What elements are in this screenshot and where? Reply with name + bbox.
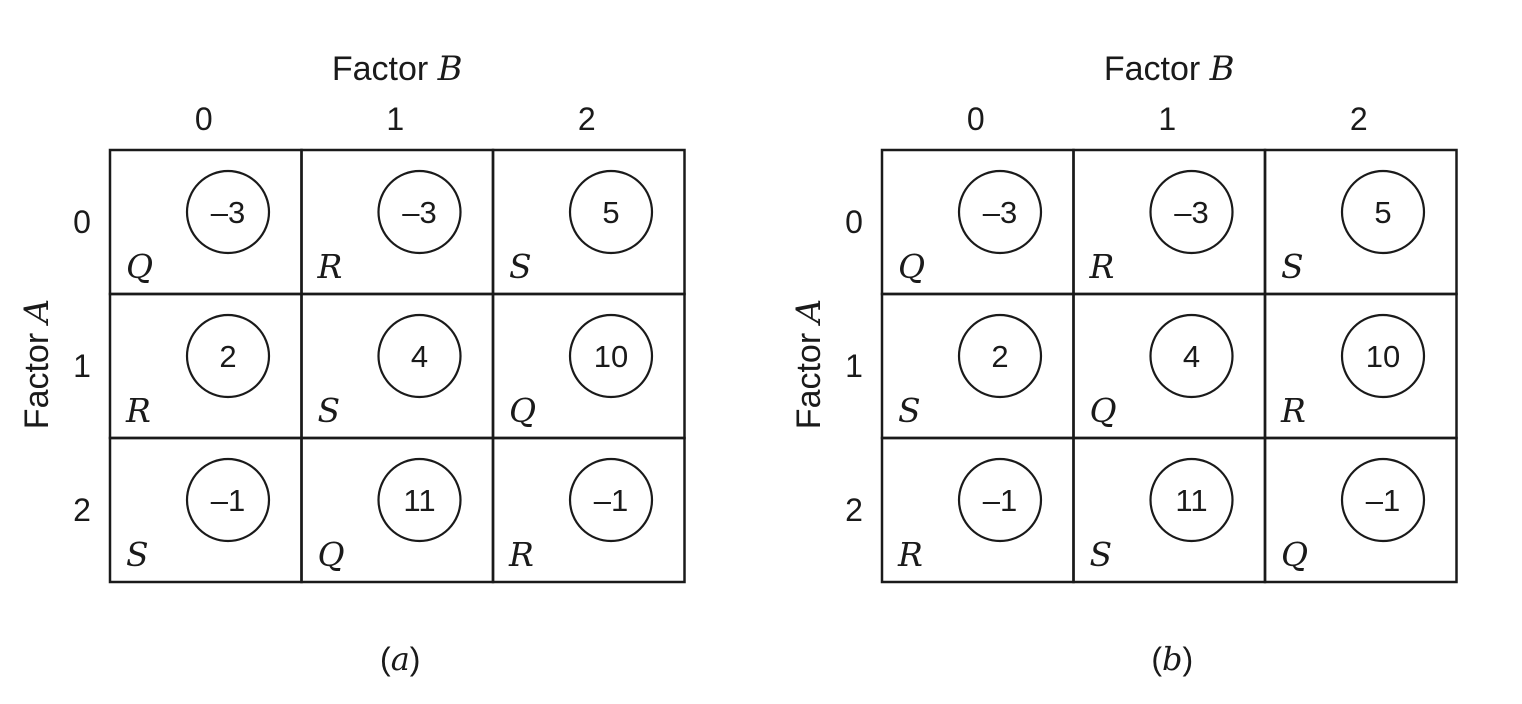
response-circle xyxy=(1149,313,1234,399)
response-value: 11 xyxy=(403,483,435,518)
response-circle xyxy=(957,313,1043,399)
grid-cell: –1Q xyxy=(1263,436,1458,584)
response-value: 5 xyxy=(1374,195,1391,230)
response-value: –3 xyxy=(983,195,1017,230)
response-value: –3 xyxy=(211,195,245,230)
response-circle xyxy=(568,169,654,255)
response-value: –1 xyxy=(211,483,245,518)
treatment-letter: R xyxy=(897,535,923,574)
grid-cell: 10Q xyxy=(491,292,686,440)
treatment-letter: S xyxy=(898,391,921,430)
grid-cell: 5S xyxy=(1263,148,1458,296)
cell-border xyxy=(1263,436,1458,584)
row-label: 1 xyxy=(73,348,91,384)
response-value: –3 xyxy=(1174,195,1208,230)
response-value: 4 xyxy=(411,339,428,374)
grid-cell: –3Q xyxy=(108,148,303,296)
grid-cell: 4Q xyxy=(1072,292,1267,440)
treatment-letter: S xyxy=(1281,247,1304,286)
treatment-letter: Q xyxy=(1090,391,1117,430)
response-circle xyxy=(1340,169,1426,255)
panel-caption: (a) xyxy=(380,640,420,678)
grid-cell: 2S xyxy=(880,292,1075,440)
response-value: 11 xyxy=(1175,483,1207,518)
grid-cell: 11S xyxy=(1072,436,1267,584)
factor-a-axis-title: Factor A xyxy=(789,299,829,429)
column-label: 1 xyxy=(1158,101,1176,137)
response-circle xyxy=(1149,457,1234,543)
column-label: 2 xyxy=(578,101,596,137)
response-value: –1 xyxy=(594,483,628,518)
treatment-letter: Q xyxy=(318,535,345,574)
row-label: 2 xyxy=(73,492,91,528)
response-circle xyxy=(568,313,654,399)
response-circle xyxy=(1340,313,1426,399)
response-circle xyxy=(185,457,271,543)
treatment-letter: S xyxy=(318,391,341,430)
treatment-letter: R xyxy=(125,391,151,430)
column-label: 0 xyxy=(967,101,985,137)
response-circle xyxy=(568,457,654,543)
treatment-letter: S xyxy=(126,535,149,574)
column-label: 1 xyxy=(386,101,404,137)
response-value: 2 xyxy=(991,339,1008,374)
grid-cell: 11Q xyxy=(300,436,495,584)
row-label: 0 xyxy=(845,204,863,240)
response-circle xyxy=(377,457,462,543)
treatment-letter: Q xyxy=(1281,535,1308,574)
response-value: –1 xyxy=(983,483,1017,518)
treatment-letter: R xyxy=(1089,247,1115,286)
response-value: 2 xyxy=(219,339,236,374)
column-label: 2 xyxy=(1350,101,1368,137)
grid-cell: –1S xyxy=(108,436,303,584)
response-value: 10 xyxy=(594,339,628,374)
response-value: –1 xyxy=(1366,483,1400,518)
response-circle xyxy=(1340,457,1426,543)
response-circle xyxy=(957,169,1043,255)
cell-border xyxy=(491,436,686,584)
factor-b-axis-title: Factor B xyxy=(332,49,463,89)
treatment-letter: Q xyxy=(898,247,925,286)
treatment-letter: Q xyxy=(509,391,536,430)
panel-caption: (b) xyxy=(1151,640,1193,678)
response-circle xyxy=(957,457,1043,543)
treatment-letter: S xyxy=(1090,535,1113,574)
response-circle xyxy=(185,313,271,399)
column-label: 0 xyxy=(195,101,213,137)
factor-a-axis-title: Factor A xyxy=(17,299,57,429)
treatment-letter: S xyxy=(509,247,532,286)
grid-cell: –3R xyxy=(1072,148,1267,296)
grid-cell: 2R xyxy=(108,292,303,440)
grid-cell: 5S xyxy=(491,148,686,296)
treatment-letter: R xyxy=(317,247,343,286)
response-value: –3 xyxy=(402,195,436,230)
grid-cell: –1R xyxy=(880,436,1075,584)
response-circle xyxy=(1149,169,1234,255)
factor-b-axis-title: Factor B xyxy=(1104,49,1235,89)
response-circle xyxy=(185,169,271,255)
response-value: 4 xyxy=(1183,339,1200,374)
response-circle xyxy=(377,169,462,255)
treatment-letter: R xyxy=(508,535,534,574)
response-circle xyxy=(377,313,462,399)
treatment-letter: R xyxy=(1280,391,1306,430)
grid-cell: 10R xyxy=(1263,292,1458,440)
grid-cell: –3R xyxy=(300,148,495,296)
row-label: 0 xyxy=(73,204,91,240)
grid-cell: –1R xyxy=(491,436,686,584)
response-value: 10 xyxy=(1366,339,1400,374)
row-label: 2 xyxy=(845,492,863,528)
grid-cell: –3Q xyxy=(880,148,1075,296)
grid-cell: 4S xyxy=(300,292,495,440)
row-label: 1 xyxy=(845,348,863,384)
treatment-letter: Q xyxy=(126,247,153,286)
response-value: 5 xyxy=(602,195,619,230)
